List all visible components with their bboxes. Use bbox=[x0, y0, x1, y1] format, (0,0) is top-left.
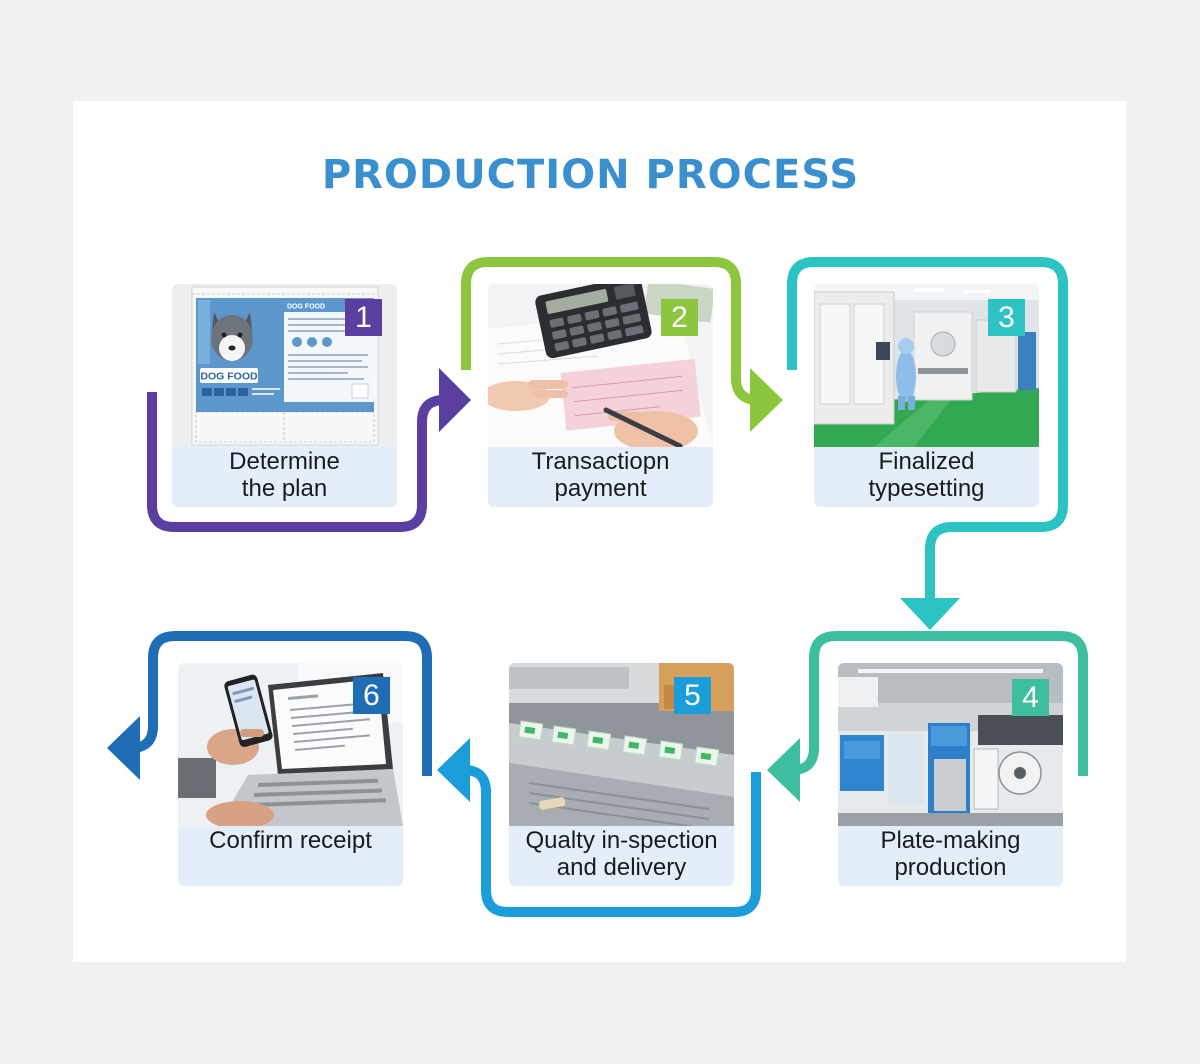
step-card-4: 4 Plate-making production bbox=[838, 663, 1063, 886]
dog-food-package-photo: DOG FOOD DOG FOOD bbox=[172, 284, 397, 447]
step-card-1: DOG FOOD DOG FOOD bbox=[172, 284, 397, 507]
plate-making-machine-photo bbox=[838, 663, 1063, 826]
package-front-panel: DOG FOOD bbox=[196, 298, 284, 412]
step-card-5: 5 Qualty in-spection and delivery bbox=[509, 663, 734, 886]
step-label-line: Confirm receipt bbox=[209, 827, 372, 854]
step-number-badge: 2 bbox=[661, 299, 698, 336]
step-label-line: production bbox=[894, 854, 1007, 881]
step-label: Qualty in-spection and delivery bbox=[509, 826, 734, 886]
step-label-line: the plan bbox=[241, 475, 328, 502]
payment-photo bbox=[488, 284, 713, 447]
step-label-line: Determine bbox=[229, 448, 340, 475]
arrowhead-step-2 bbox=[750, 368, 783, 432]
step-card-6: 6 Confirm receipt bbox=[178, 663, 403, 886]
step-number-badge: 6 bbox=[353, 677, 390, 714]
factory-floor-photo bbox=[814, 284, 1039, 447]
paper-roll bbox=[998, 751, 1042, 795]
step-number-badge: 4 bbox=[1012, 679, 1049, 716]
arrowhead-step-6 bbox=[107, 716, 140, 780]
arrow-step-5-to-6 bbox=[463, 765, 761, 917]
step-label-line: Transactiopn bbox=[531, 448, 670, 475]
step-label: Finalized typesetting bbox=[814, 447, 1039, 507]
workshop-floor bbox=[838, 813, 1063, 826]
printing-machine-middle bbox=[913, 311, 973, 401]
printing-machine-left bbox=[814, 291, 895, 425]
step-label-line: and delivery bbox=[556, 854, 687, 881]
product-packets bbox=[518, 720, 720, 767]
calculator-icon bbox=[535, 284, 652, 359]
step-number-badge: 1 bbox=[345, 299, 382, 336]
arrow-step-4-to-5 bbox=[791, 631, 1088, 776]
step-label-line: Plate-making bbox=[880, 827, 1021, 854]
step-number-badge: 3 bbox=[988, 299, 1025, 336]
package-brand-text: DOG FOOD bbox=[200, 371, 258, 383]
hand-on-trackpad bbox=[206, 801, 274, 826]
step-label-line: typesetting bbox=[868, 475, 985, 502]
arrow-step-1-to-2 bbox=[147, 392, 445, 532]
hand-holding-phone bbox=[178, 674, 273, 798]
step-label-line: Finalized bbox=[878, 448, 975, 475]
arrowhead-step-3 bbox=[900, 598, 960, 630]
step-number-badge: 5 bbox=[674, 677, 711, 714]
step-label: Transactiopn payment bbox=[488, 447, 713, 507]
arrowhead-step-1 bbox=[439, 368, 471, 432]
pen bbox=[603, 407, 683, 447]
step-label: Plate-making production bbox=[838, 826, 1063, 886]
arrow-step-3-to-4 bbox=[787, 257, 1068, 602]
step-card-3: 3 Finalized typesetting bbox=[814, 284, 1039, 507]
arrow-step-2-to-3 bbox=[461, 257, 759, 405]
step-label: Confirm receipt bbox=[178, 826, 403, 886]
sample-item bbox=[538, 797, 566, 810]
page-title: PRODUCTION PROCESS bbox=[321, 152, 860, 198]
package-back-brand-text: DOG FOOD bbox=[287, 304, 325, 311]
arrow-step-6-out bbox=[130, 631, 432, 776]
arrowhead-step-5 bbox=[437, 738, 470, 802]
worker bbox=[896, 338, 916, 410]
step-card-2: 2 Transactiopn payment bbox=[488, 284, 713, 507]
step-label: Determine the plan bbox=[172, 447, 397, 507]
step-label-line: payment bbox=[554, 475, 647, 502]
arrowhead-step-4 bbox=[767, 738, 800, 802]
step-label-line: Qualty in-spection bbox=[525, 827, 718, 854]
